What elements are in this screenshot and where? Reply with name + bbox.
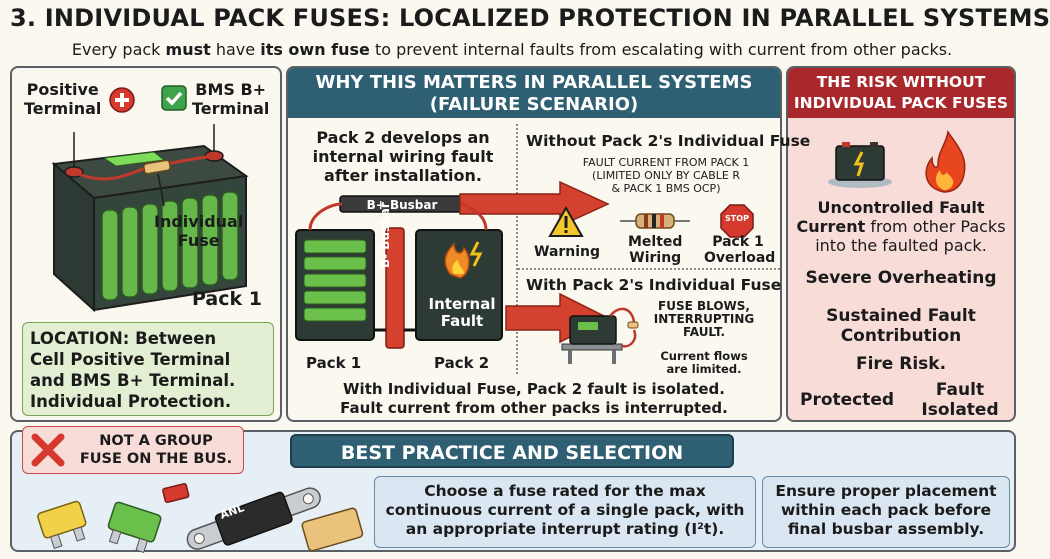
melted-resistor-icon [620,213,690,229]
fire-icon [925,130,966,193]
subtitle-emphasis-must: must [165,40,211,59]
subtitle-emphasis-own-fuse: its own fuse [260,40,370,59]
pack-1-label: Pack 1 [192,288,262,310]
pack-2-diagram-label: Pack 2 [434,354,490,372]
risk-panel [786,66,1016,422]
page-title: 3. INDIVIDUAL PACK FUSES: LOCALIZED PROT… [10,4,1050,32]
warning-label: Warning [534,244,601,260]
divider [518,268,780,270]
subtitle-part: have [210,40,261,59]
not-group-box [22,426,244,474]
battery-illustration [51,124,249,313]
fuse-types-illustration [37,483,364,554]
scenario-conclusion: With Individual Fuse, Pack 2 fault is is… [340,380,728,417]
best-practice-header: BEST PRACTICE AND SELECTION [290,434,734,468]
x-icon [31,433,65,467]
location-text: LOCATION: Between Cell Positive Terminal… [30,329,236,411]
stop-sign-icon [720,204,754,238]
divider [516,124,518,374]
with-fuse-title: With Pack 2's Individual Fuse [526,276,782,294]
b-plus-busbar-label: B+ Busbar [366,198,438,212]
faulted-battery-icon [828,142,892,188]
check-icon [161,85,187,111]
stop-sign-text: STOP [725,214,749,223]
parallel-packs-diagram [295,180,610,349]
location-box [22,322,274,416]
risk-uncontrolled-current: Uncontrolled Fault Current from other Pa… [796,198,1006,255]
page-subtitle: Every pack must have its own fuse to pre… [0,40,1024,59]
placement-box [762,476,1010,548]
subtitle-part: to prevent internal faults from escalati… [369,40,953,59]
pack-1-diagram-label: Pack 1 [306,354,362,372]
blown-fuse-battery-icon [561,307,639,364]
risk-fire: Fire Risk. [855,354,947,374]
without-fuse-title: Without Pack 2's Individual Fuse [526,132,811,150]
protected-label: Protected [800,390,895,410]
bms-terminal-label: BMS B+Terminal [192,80,270,118]
risk-overheating: Severe Overheating [805,268,997,288]
plus-icon [109,87,135,113]
without-fuse-detail: FAULT CURRENT FROM PACK 1(LIMITED ONLY B… [582,156,750,195]
warning-icon [548,205,584,237]
fuse-rating-box [374,476,756,548]
b-minus-busbar-label: B- Busbar [378,202,392,268]
failure-scenario-header: WHY THIS MATTERS IN PARALLEL SYSTEMS(FAI… [288,68,780,118]
subtitle-part: Every pack [71,40,166,59]
